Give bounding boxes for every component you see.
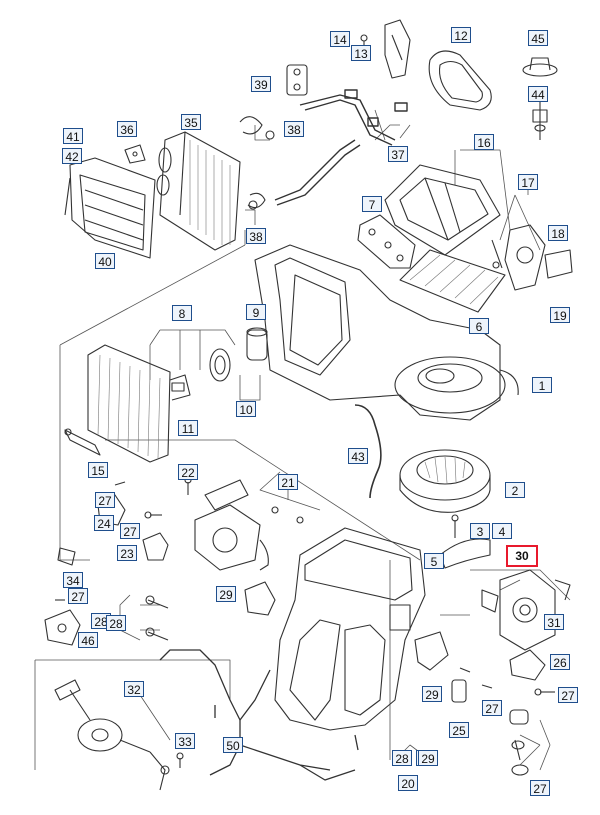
callout-part-42[interactable]: 42 xyxy=(62,148,82,164)
callout-part-28[interactable]: 28 xyxy=(106,615,126,631)
callout-part-31[interactable]: 31 xyxy=(544,614,564,630)
callout-part-29[interactable]: 29 xyxy=(418,750,438,766)
part-36-sensor xyxy=(124,144,146,164)
callout-part-15[interactable]: 15 xyxy=(88,462,108,478)
callout-part-38[interactable]: 38 xyxy=(246,228,266,244)
callout-part-50[interactable]: 50 xyxy=(223,737,243,753)
callout-part-22[interactable]: 22 xyxy=(178,464,198,480)
part-34-46-28-lower-left xyxy=(44,547,169,646)
callout-part-19[interactable]: 19 xyxy=(550,307,570,323)
callout-part-14[interactable]: 14 xyxy=(330,31,350,47)
callout-part-29[interactable]: 29 xyxy=(422,686,442,702)
part-main-housing xyxy=(254,244,519,421)
part-35-heat-exchanger xyxy=(156,131,241,251)
callout-part-38[interactable]: 38 xyxy=(284,121,304,137)
callout-part-26[interactable]: 26 xyxy=(550,654,570,670)
part-26-27-bottom-right xyxy=(459,649,555,776)
callout-part-33[interactable]: 33 xyxy=(175,733,195,749)
callout-part-18[interactable]: 18 xyxy=(548,225,568,241)
callout-part-3[interactable]: 3 xyxy=(470,523,490,539)
callout-part-23[interactable]: 23 xyxy=(117,545,137,561)
callout-part-34[interactable]: 34 xyxy=(63,572,83,588)
callout-part-27[interactable]: 27 xyxy=(530,780,550,796)
part-7-gasket xyxy=(357,214,416,269)
callout-part-2[interactable]: 2 xyxy=(505,482,525,498)
callout-part-32[interactable]: 32 xyxy=(124,681,144,697)
part-3-4-cover xyxy=(439,514,491,569)
callout-part-27[interactable]: 27 xyxy=(95,492,115,508)
part-43-drain-hose xyxy=(354,404,382,499)
part-21-motor-assembly xyxy=(194,479,304,571)
callout-part-13[interactable]: 13 xyxy=(351,45,371,61)
part-5-distribution-housing xyxy=(274,527,426,731)
callout-part-8[interactable]: 8 xyxy=(172,305,192,321)
callout-part-9[interactable]: 9 xyxy=(246,304,266,320)
callout-part-24[interactable]: 24 xyxy=(94,515,114,531)
part-45-44-cap xyxy=(522,57,558,140)
callout-part-27[interactable]: 27 xyxy=(120,523,140,539)
callout-part-12[interactable]: 12 xyxy=(451,27,471,43)
callout-part-40[interactable]: 40 xyxy=(95,253,115,269)
callout-selected-part[interactable]: 30 xyxy=(506,545,538,567)
callout-part-10[interactable]: 10 xyxy=(236,401,256,417)
callout-part-37[interactable]: 37 xyxy=(388,146,408,162)
part-37-pipes xyxy=(274,89,408,206)
callout-part-4[interactable]: 4 xyxy=(492,523,512,539)
callout-part-44[interactable]: 44 xyxy=(528,86,548,102)
part-2-blower-motor xyxy=(399,449,491,513)
callout-part-45[interactable]: 45 xyxy=(528,30,548,46)
callout-part-5[interactable]: 5 xyxy=(424,553,444,569)
part-6-cabin-filter xyxy=(399,249,506,313)
callout-part-27[interactable]: 27 xyxy=(482,700,502,716)
callout-part-16[interactable]: 16 xyxy=(474,134,494,150)
part-29-flaps xyxy=(244,581,467,703)
part-32-33-linkage xyxy=(54,679,184,791)
part-12-seal xyxy=(428,50,492,111)
part-39-clip xyxy=(286,64,308,96)
callout-part-35[interactable]: 35 xyxy=(181,114,201,130)
callout-part-17[interactable]: 17 xyxy=(518,174,538,190)
part-16-intake-housing xyxy=(384,164,501,256)
part-38-clips xyxy=(239,116,275,210)
part-8-evaporator xyxy=(87,344,191,463)
callout-part-7[interactable]: 7 xyxy=(362,196,382,212)
callout-part-25[interactable]: 25 xyxy=(449,722,469,738)
callout-part-20[interactable]: 20 xyxy=(398,775,418,791)
callout-part-29[interactable]: 29 xyxy=(216,586,236,602)
callout-part-11[interactable]: 11 xyxy=(178,420,198,436)
part-40-frame xyxy=(64,157,156,259)
part-9-10-valve xyxy=(209,327,268,382)
callout-part-28[interactable]: 28 xyxy=(392,750,412,766)
callout-part-39[interactable]: 39 xyxy=(251,76,271,92)
callout-part-1[interactable]: 1 xyxy=(532,377,552,393)
callout-part-41[interactable]: 41 xyxy=(63,128,83,144)
callout-part-43[interactable]: 43 xyxy=(348,448,368,464)
callout-part-46[interactable]: 46 xyxy=(78,632,98,648)
part-30-31-servo-motor xyxy=(481,569,571,651)
callout-part-27[interactable]: 27 xyxy=(558,687,578,703)
callout-part-21[interactable]: 21 xyxy=(278,474,298,490)
callout-part-36[interactable]: 36 xyxy=(117,121,137,137)
callout-part-27[interactable]: 27 xyxy=(68,588,88,604)
part-17-18-actuator xyxy=(491,224,573,291)
callout-part-6[interactable]: 6 xyxy=(469,318,489,334)
